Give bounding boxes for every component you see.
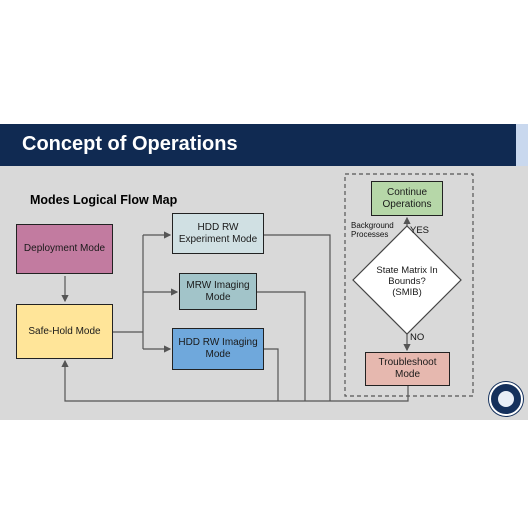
edge-hdd-imaging-return	[264, 348, 279, 401]
title-bar: Concept of Operations	[0, 124, 516, 166]
university-seal-logo-icon	[489, 382, 523, 416]
smib-decision-text: State Matrix In Bounds? (SMIB)	[372, 256, 442, 306]
safe-hold-mode-label: Safe-Hold Mode	[28, 325, 101, 337]
page-title: Concept of Operations	[22, 133, 238, 155]
troubleshoot-mode-box: Troubleshoot Mode	[365, 352, 450, 386]
title-bar-accent	[516, 124, 528, 166]
mrw-imaging-mode-label: MRW Imaging Mode	[186, 279, 250, 303]
yes-label: YES	[410, 225, 430, 236]
safe-hold-mode-box: Safe-Hold Mode	[16, 304, 113, 359]
smib-decision-label: State Matrix In Bounds? (SMIB)	[376, 264, 438, 298]
troubleshoot-mode-label: Troubleshoot Mode	[378, 357, 437, 380]
slide: Concept of Operations Modes Logical Flow…	[0, 124, 528, 420]
hdd-rw-experiment-mode-box: HDD RW Experiment Mode	[172, 213, 264, 254]
hdd-rw-imaging-mode-label: HDD RW Imaging Mode	[178, 337, 258, 360]
edge-mrw-imaging-return	[257, 291, 306, 401]
seal-center	[498, 391, 514, 407]
edge-return-to-safehold	[61, 359, 409, 402]
edge-hdd-experiment-return	[264, 234, 331, 401]
smib-decision-diamond	[352, 225, 462, 335]
continue-operations-label: Continue Operations	[382, 186, 432, 210]
mrw-imaging-mode-box: MRW Imaging Mode	[179, 273, 257, 310]
connector-lines	[61, 173, 474, 402]
diagram-subtitle: Modes Logical Flow Map	[30, 193, 178, 207]
continue-operations-box: Continue Operations	[371, 181, 443, 216]
background-processes-label: Background Processes	[351, 221, 394, 239]
deployment-mode-box: Deployment Mode	[16, 224, 113, 274]
background-processes-frame	[344, 173, 474, 397]
hdd-rw-imaging-mode-box: HDD RW Imaging Mode	[172, 328, 264, 370]
no-label: NO	[410, 332, 425, 343]
deployment-mode-label: Deployment Mode	[23, 243, 106, 254]
hdd-rw-experiment-mode-label: HDD RW Experiment Mode	[178, 221, 258, 245]
